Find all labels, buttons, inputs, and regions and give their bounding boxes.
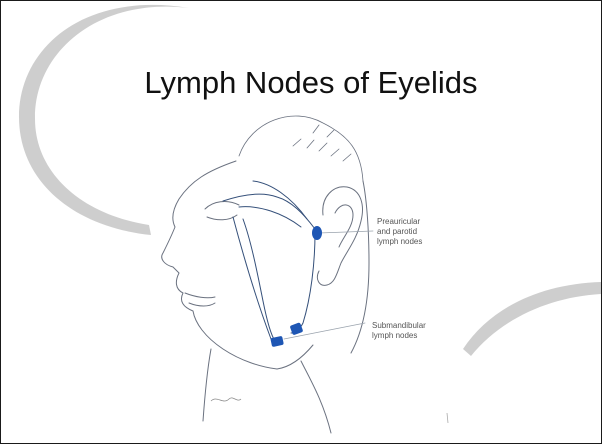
decorative-swoosh-bottom-right bbox=[463, 282, 601, 356]
label-line: Submandibular bbox=[372, 321, 426, 331]
lymph-vessels bbox=[223, 181, 373, 341]
label-line: lymph nodes bbox=[372, 331, 426, 341]
slide-title: Lymph Nodes of Eyelids bbox=[61, 65, 561, 101]
label-preauricular-parotid-nodes: Preauricular and parotid lymph nodes bbox=[377, 217, 422, 247]
artist-signature-mark bbox=[211, 398, 241, 401]
label-line: lymph nodes bbox=[377, 237, 422, 247]
submandibular-lymph-node-1 bbox=[270, 336, 284, 347]
label-line: and parotid bbox=[377, 227, 422, 237]
corner-tick-mark bbox=[447, 413, 448, 423]
preauricular-lymph-node bbox=[312, 226, 322, 240]
label-submandibular-nodes: Submandibular lymph nodes bbox=[372, 321, 426, 341]
label-line: Preauricular bbox=[377, 217, 422, 227]
decorative-swoosh-top-left bbox=[19, 5, 189, 235]
face-illustration bbox=[162, 116, 369, 433]
